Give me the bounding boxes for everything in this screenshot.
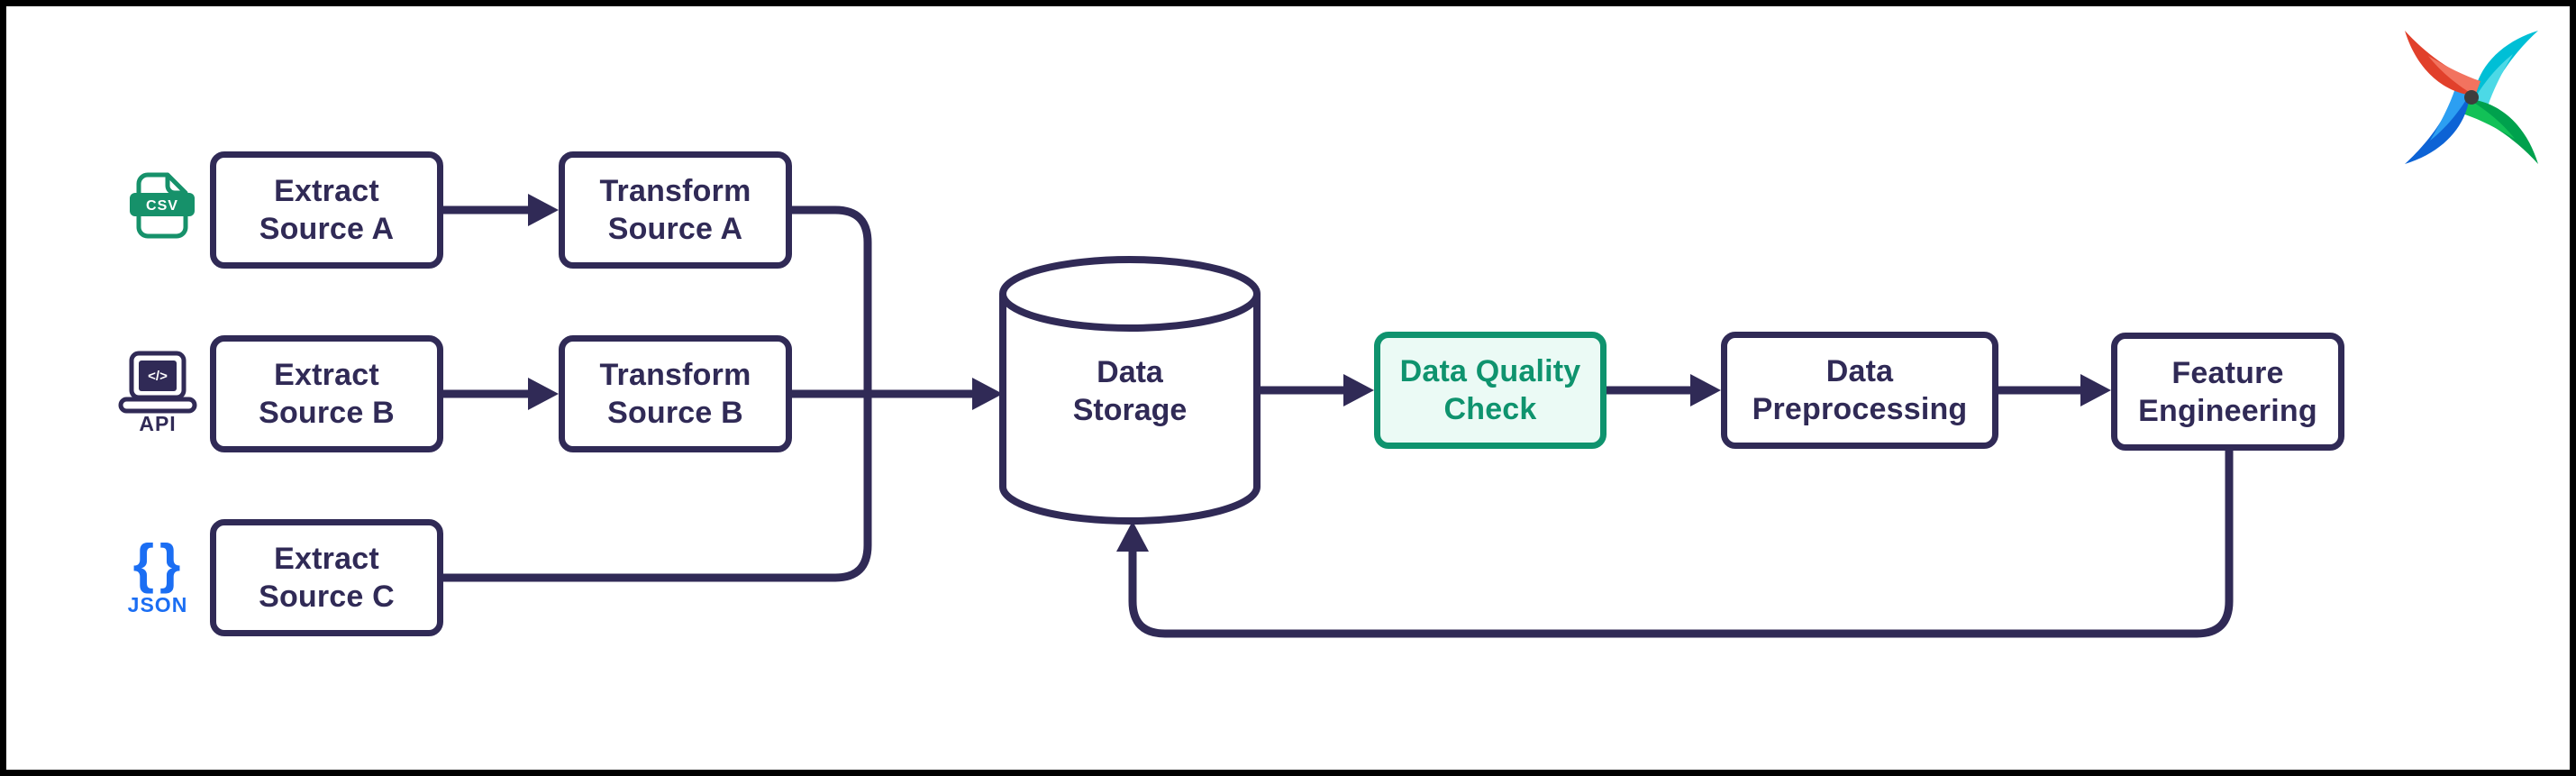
node-label-line: Data xyxy=(1825,354,1894,388)
node-feature-engineering: Feature Engineering xyxy=(2111,333,2344,451)
airflow-logo-icon xyxy=(2405,31,2538,164)
node-label-line: Source B xyxy=(259,396,395,430)
json-braces-icon: {} JSON xyxy=(128,534,188,616)
api-label: API xyxy=(139,412,176,435)
api-code-text: </> xyxy=(148,369,168,384)
node-transform-source-b: Transform Source B xyxy=(559,335,792,452)
node-label-line: Source A xyxy=(607,212,743,246)
node-transform-source-a: Transform Source A xyxy=(559,151,792,269)
api-laptop-icon: </> API xyxy=(118,351,197,435)
node-data-quality-check: Data Quality Check xyxy=(1374,332,1607,449)
node-label-line: Source A xyxy=(259,212,395,246)
node-label-line: Engineering xyxy=(2138,393,2317,428)
csv-file-icon: CSV xyxy=(130,172,195,239)
arrowhead xyxy=(972,378,1003,410)
node-label-line: Extract xyxy=(274,174,379,208)
node-label-line: Extract xyxy=(274,358,379,392)
node-label-line: Transform xyxy=(599,174,751,208)
arrowhead xyxy=(1690,374,1721,406)
arrowhead xyxy=(528,194,559,226)
node-label-line: Storage xyxy=(1072,393,1188,427)
data-storage-cylinder xyxy=(999,256,1261,525)
edge-extract-c-to-merge xyxy=(439,389,872,582)
arrowhead xyxy=(2080,374,2111,406)
arrowhead xyxy=(528,378,559,410)
arrowhead xyxy=(1343,374,1374,406)
node-extract-source-a: Extract Source A xyxy=(210,151,443,269)
node-label-line: Extract xyxy=(274,542,379,576)
node-label-line: Feature xyxy=(2171,355,2284,390)
edge-feature-feedback-to-storage xyxy=(1128,446,2234,638)
json-label: JSON xyxy=(128,593,188,616)
edge-transform-a-to-merge xyxy=(787,205,872,395)
json-braces-text: {} xyxy=(133,534,187,594)
arrowhead-up xyxy=(1116,521,1149,552)
node-label-line: Source C xyxy=(259,580,395,614)
node-label-line: Check xyxy=(1443,392,1537,426)
node-extract-source-b: Extract Source B xyxy=(210,335,443,452)
node-extract-source-c: Extract Source C xyxy=(210,519,443,636)
node-label-line: Source B xyxy=(607,396,743,430)
csv-badge-text: CSV xyxy=(146,198,178,214)
node-data-preprocessing: Data Preprocessing xyxy=(1721,332,1998,449)
node-data-storage-label: Data Storage xyxy=(1003,350,1257,433)
node-label-line: Data xyxy=(1097,355,1163,389)
node-label-line: Data Quality xyxy=(1399,354,1581,388)
node-label-line: Preprocessing xyxy=(1752,392,1968,426)
node-label-line: Transform xyxy=(599,358,751,392)
